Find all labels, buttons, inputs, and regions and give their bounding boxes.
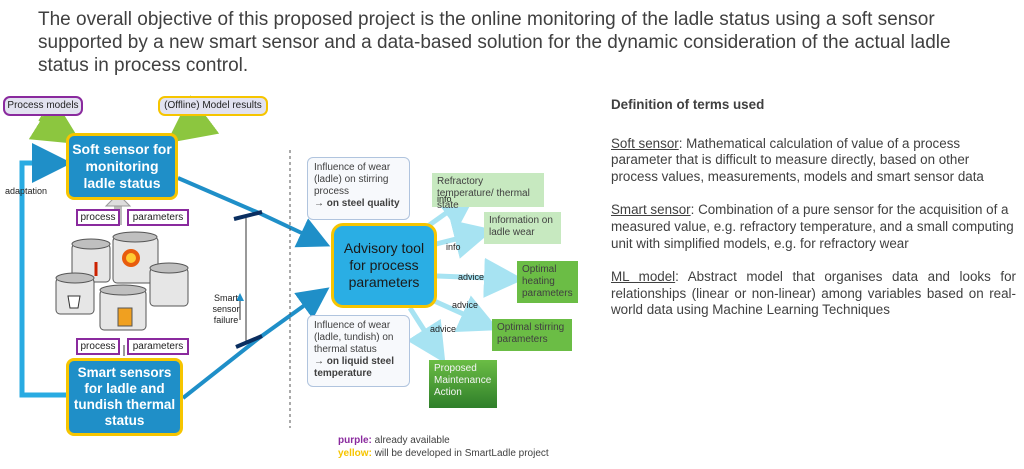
definition-ml-model-text: : Abstract model that organises data and… [611, 269, 1016, 318]
tag-process-models: Process models [3, 96, 83, 116]
parameters-label-top: parameters [127, 209, 189, 226]
note-steel-quality-bold: → on steel quality [314, 198, 400, 209]
term-ml-model: ML model [611, 269, 676, 285]
note-liquid-steel-temp-bold: → on liquid steel temperature [314, 356, 395, 379]
adaptation-loop [19, 143, 72, 398]
process-label-top: process [76, 209, 120, 226]
arrow-process-models [28, 98, 83, 145]
info-label-1: info [437, 194, 452, 204]
note-liquid-steel-temp-text: Influence of wear (ladle, tundish) on th… [314, 320, 394, 355]
note-steel-quality: Influence of wear (ladle) on stirring pr… [307, 157, 410, 220]
term-smart-sensor: Smart sensor [611, 202, 691, 218]
output-refractory-temperature: Refractory temperature/ thermal state [432, 173, 544, 211]
definition-soft-sensor: Soft sensor: Mathematical calculation of… [611, 136, 1016, 186]
legend-yellow-key: yellow: [338, 448, 372, 459]
legend-purple-text: already available [374, 435, 450, 446]
switch-top [233, 210, 263, 221]
soft-sensor-box: Soft sensor for monitoring ladle status [66, 133, 178, 200]
definition-smart-sensor: Smart sensor: Combination of a pure sens… [611, 202, 1016, 252]
legend-yellow-text: will be developed in SmartLadle project [374, 448, 549, 459]
advice-label-3: advice [430, 324, 457, 334]
arrow-soft-to-advisory [177, 176, 331, 248]
output-stirring-parameters: Optimal stirring parameters [492, 319, 572, 351]
definition-smart-sensor-text: : Combination of a pure sensor for the a… [611, 202, 1014, 251]
arrow-offline-results [166, 95, 220, 144]
smart-sensors-box: Smart sensors for ladle and tundish ther… [66, 358, 183, 436]
adaptation-label: adaptation [5, 186, 48, 196]
tag-offline-model-results: (Offline) Model results [158, 96, 268, 116]
info-label-2: info [446, 242, 461, 252]
note-liquid-steel-temp: Influence of wear (ladle, tundish) on th… [307, 315, 410, 387]
definitions-heading: Definition of terms used [611, 97, 765, 112]
term-soft-sensor: Soft sensor [611, 135, 679, 151]
legend: purple: already available yellow: will b… [338, 434, 549, 460]
output-heating-parameters: Optimal heating parameters [517, 261, 578, 303]
definitions-panel: Definition of terms used Soft sensor: Ma… [611, 97, 1016, 336]
headline: The overall objective of this proposed p… [38, 9, 951, 76]
smart-sensor-failure-label: Smart sensor failure [212, 293, 240, 325]
switch-bottom [235, 334, 263, 349]
advice-label-1: advice [458, 272, 485, 282]
arrow-smart-to-advisory [181, 287, 330, 400]
note-steel-quality-text: Influence of wear (ladle) on stirring pr… [314, 162, 391, 197]
output-maintenance-action: Proposed Maintenance Action [429, 360, 497, 408]
process-label-bottom: process [76, 338, 120, 355]
advisory-tool-box: Advisory tool for process parameters [331, 223, 437, 308]
output-ladle-wear: Information on ladle wear [484, 212, 561, 244]
advice-label-2: advice [452, 300, 479, 310]
legend-purple-key: purple: [338, 435, 372, 446]
parameters-label-bottom: parameters [127, 338, 189, 355]
definition-ml-model: ML model: Abstract model that organises … [611, 269, 1016, 319]
definition-soft-sensor-text: : Mathematical calculation of value of a… [611, 135, 984, 184]
